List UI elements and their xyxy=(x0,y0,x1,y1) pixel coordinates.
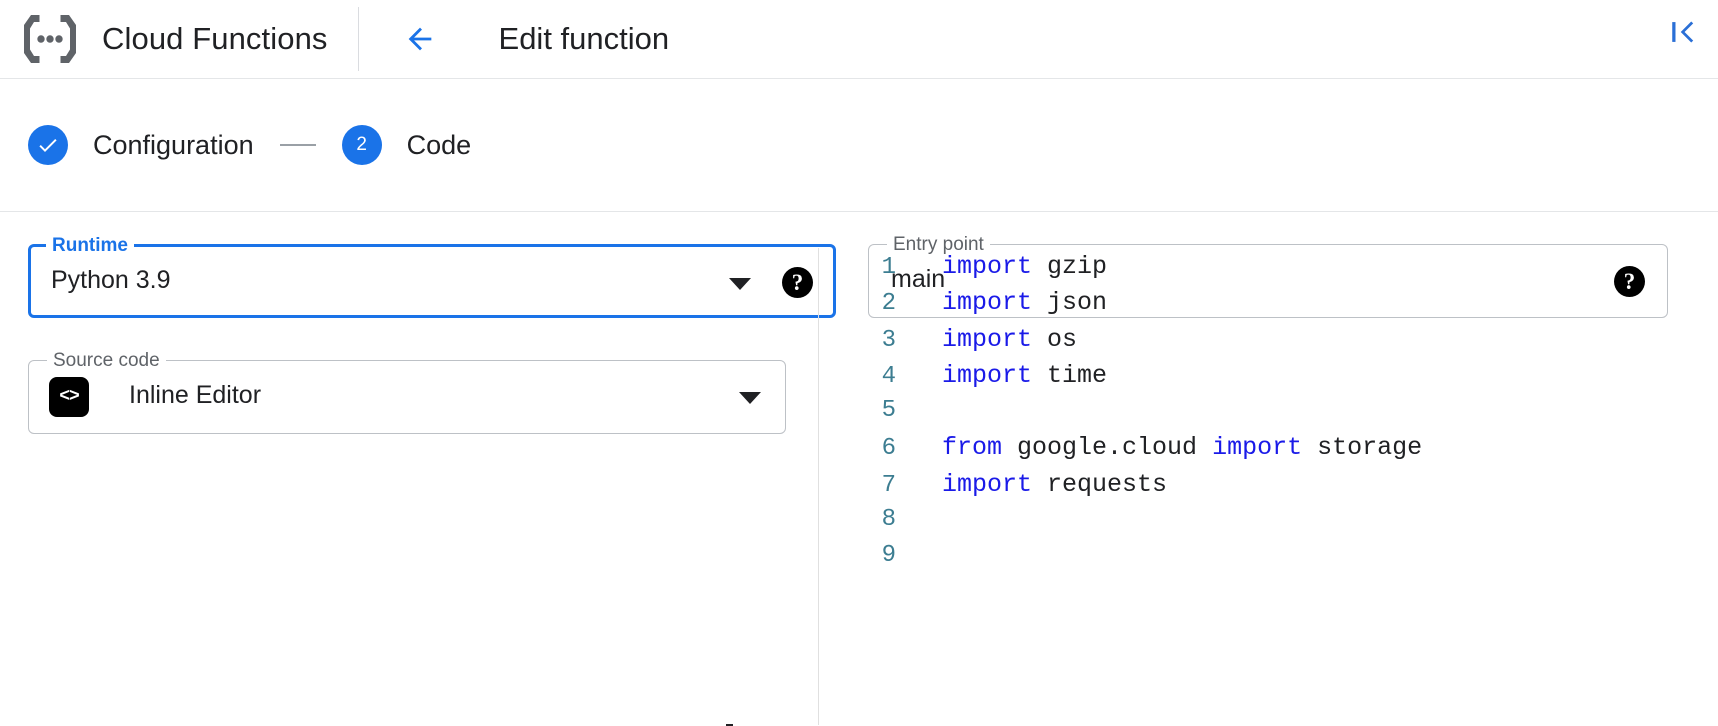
code-token: time xyxy=(1032,360,1108,390)
line-number: 3 xyxy=(881,326,896,354)
line-number: 6 xyxy=(881,435,896,463)
code-line: 2 import json xyxy=(850,288,1718,324)
wizard-stepper: Configuration 2 Code xyxy=(0,79,1718,212)
panel-divider xyxy=(818,248,819,725)
line-number: 4 xyxy=(881,362,896,390)
step-configuration[interactable]: Configuration xyxy=(28,125,254,165)
entry-point-help-icon[interactable]: ? xyxy=(1614,266,1645,297)
entry-point-value: main xyxy=(891,265,946,293)
line-number: 5 xyxy=(881,397,896,425)
step-configuration-label: Configuration xyxy=(93,129,254,160)
chevron-down-icon[interactable] xyxy=(729,278,751,290)
app-header: Cloud Functions Edit function xyxy=(0,0,1718,79)
entry-point-label: Entry point xyxy=(887,233,990,257)
code-line-text: import requests xyxy=(942,470,1167,499)
code-token: storage xyxy=(1302,433,1423,463)
step-code-number: 2 xyxy=(356,134,367,155)
code-line-text: import json xyxy=(942,288,1107,317)
code-line: 6 from google.cloud import storage xyxy=(850,433,1718,469)
page-title: Edit function xyxy=(498,21,670,56)
line-number: 2 xyxy=(881,290,896,318)
code-line-text: import time xyxy=(942,361,1107,390)
code-line-text: import os xyxy=(942,325,1077,354)
line-number: 8 xyxy=(881,506,896,534)
source-code-value: Inline Editor xyxy=(129,381,262,409)
code-keyword: import xyxy=(942,252,1033,281)
code-keyword: import xyxy=(942,324,1033,354)
code-line: 7 import requests xyxy=(850,470,1718,506)
code-line: 4 import time xyxy=(850,361,1718,397)
check-icon xyxy=(39,139,57,152)
code-token: google.cloud xyxy=(1002,433,1213,463)
header-divider xyxy=(357,7,359,71)
chevron-down-icon[interactable] xyxy=(739,392,761,404)
runtime-help-icon[interactable]: ? xyxy=(782,267,813,298)
code-line: 5 xyxy=(850,397,1718,433)
line-number: 1 xyxy=(881,254,896,281)
source-code-label: Source code xyxy=(47,349,166,373)
step-code[interactable]: 2 Code xyxy=(341,125,472,165)
code-line: 8 xyxy=(850,506,1718,542)
add-file-button[interactable] xyxy=(712,724,748,726)
step-code-label: Code xyxy=(406,129,472,160)
arrow-left-icon[interactable] xyxy=(403,22,437,56)
brand-title: Cloud Functions xyxy=(102,21,328,56)
code-line-text: import gzip xyxy=(942,252,1107,281)
collapse-panel-icon[interactable] xyxy=(1666,15,1700,49)
code-line: 9 xyxy=(850,542,1718,578)
runtime-value: Python 3.9 xyxy=(51,266,171,294)
source-code-select[interactable]: Source code <> Inline Editor xyxy=(28,349,786,434)
step-connector xyxy=(279,144,316,146)
runtime-select[interactable]: Runtime Python 3.9 ? xyxy=(28,234,836,318)
code-token: os xyxy=(1032,324,1078,354)
code-line: 3 import os xyxy=(850,325,1718,361)
code-token: gzip xyxy=(1032,252,1108,281)
brand-area[interactable]: Cloud Functions xyxy=(0,0,354,78)
code-token: json xyxy=(1032,288,1108,318)
code-keyword: import xyxy=(1212,433,1303,463)
code-brackets-icon: <> xyxy=(49,377,89,417)
step-configuration-marker xyxy=(28,125,68,165)
step-code-marker: 2 xyxy=(341,125,382,165)
code-line-text: from google.cloud import storage xyxy=(942,433,1422,462)
runtime-label: Runtime xyxy=(46,234,134,258)
cloud-functions-logo xyxy=(24,15,76,63)
line-number: 9 xyxy=(881,542,896,570)
code-editor[interactable]: 1 import gzip 2 import json 3 import os 4 impor… xyxy=(850,252,1718,725)
code-line: 1 import gzip xyxy=(850,252,1718,288)
code-step-body: Runtime Python 3.9 ? Entry point main ? … xyxy=(0,212,1718,726)
code-keyword: from xyxy=(942,433,1003,463)
code-keyword: import xyxy=(942,360,1033,390)
code-keyword: import xyxy=(942,469,1033,499)
line-number: 7 xyxy=(881,471,896,499)
entry-point-input[interactable]: Entry point main ? xyxy=(868,233,1668,318)
code-keyword: import xyxy=(942,288,1033,318)
code-token: requests xyxy=(1032,469,1168,499)
